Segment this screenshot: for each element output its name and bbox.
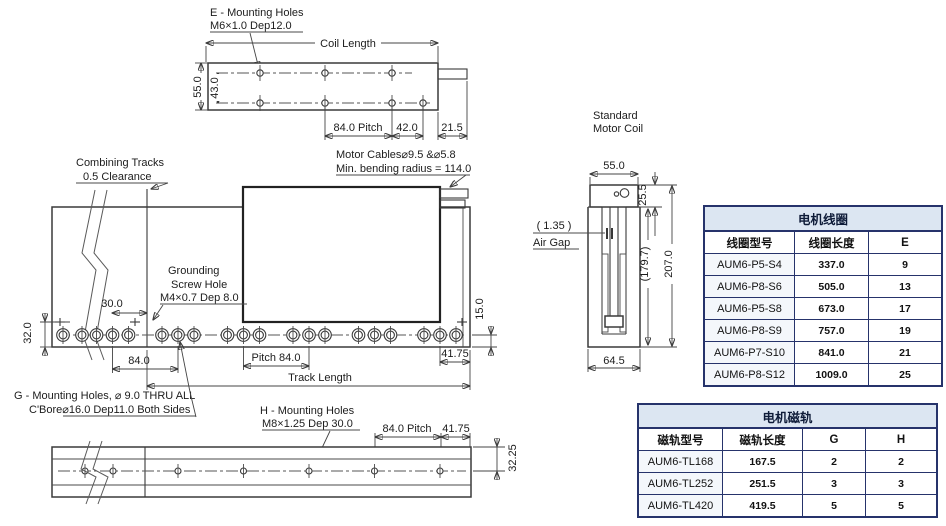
dim-pitch-84: Pitch 84.0 (252, 352, 301, 364)
coil-length-label: Coil Length (320, 38, 376, 50)
track-length-cell: 419.5 (723, 495, 803, 516)
air-gap-value: ( 1.35 ) (537, 220, 572, 232)
track-side-view: Combining Tracks 0.5 Clearance Motor Cab… (14, 149, 497, 418)
track-h-cell: 3 (898, 477, 904, 490)
dim-64-5: 64.5 (603, 355, 624, 367)
dim-207: 207.0 (663, 250, 675, 278)
table-row: AUM6-P8-S6 505.0 13 (705, 276, 941, 298)
combining-tracks-label: Combining Tracks (76, 157, 165, 169)
coil-model-cell: AUM6-P7-S10 (705, 342, 795, 363)
coil-table-title: 电机线圈 (705, 207, 941, 232)
coil-model-cell: AUM6-P8-S6 (705, 276, 795, 297)
cross-section-view: Standard Motor Coil 55.0 ( 1.35 ) Air Ga… (533, 110, 679, 372)
dim-41-75: 41.75 (441, 348, 469, 360)
track-length-cell: 167.5 (723, 451, 803, 472)
track-model-cell: AUM6-TL420 (639, 495, 723, 516)
e-mounting-holes-label: E - Mounting Holes (210, 7, 304, 19)
track-g-cell: 2 (803, 451, 866, 472)
table-row: AUM6-TL168 167.5 2 2 (639, 451, 936, 473)
table-row: AUM6-TL420 419.5 5 5 (639, 495, 936, 516)
magnet-table-title: 电机磁轨 (639, 405, 936, 429)
coil-model-cell: AUM6-P8-S12 (705, 364, 795, 385)
coil-model-cell: AUM6-P8-S9 (705, 320, 795, 341)
coil-length-cell: 505.0 (795, 276, 869, 297)
dim-43: 43.0 (209, 77, 221, 98)
dim-42: 42.0 (396, 122, 417, 134)
standard-motor-coil-label-2: Motor Coil (593, 123, 643, 135)
table-row: AUM6-P5-S8 673.0 17 (705, 298, 941, 320)
cable-small-circle (613, 191, 620, 197)
dim-55-cs: 55.0 (603, 160, 624, 172)
dim-84-pitch-bottom: 84.0 Pitch (383, 423, 432, 435)
dim-32: 32.0 (22, 322, 34, 343)
combining-tracks-clearance: 0.5 Clearance (83, 171, 152, 183)
grounding-spec: M4×0.7 Dep 8.0 (160, 292, 239, 304)
table-row: AUM6-P8-S12 1009.0 25 (705, 364, 941, 385)
coil-table-header-row: 线圈型号 线圈长度 E (705, 232, 941, 254)
coil-table-header: 线圈型号 (705, 232, 795, 253)
dim-41-75-bottom: 41.75 (442, 423, 470, 435)
dim-84: 84.0 (128, 355, 149, 367)
magnet-table-header: 磁轨型号 (639, 429, 723, 450)
coil-e-cell: 19 (899, 324, 911, 337)
motor-cables-label: Motor Cables⌀9.5 &⌀5.8 (336, 149, 456, 161)
dim-25-5: 25.5 (637, 184, 649, 205)
track-g-cell: 5 (803, 495, 866, 516)
coil-e-cell: 9 (902, 258, 908, 271)
coil-length-cell: 673.0 (795, 298, 869, 319)
magnet-table-header-row: 磁轨型号 磁轨长度 G H (639, 429, 936, 451)
h-mounting-holes-label: H - Mounting Holes (260, 405, 355, 417)
coil-model-cell: AUM6-P5-S8 (705, 298, 795, 319)
coil-mount-bar (589, 184, 639, 208)
dim-84-pitch-top: 84.0 Pitch (334, 122, 383, 134)
coil-length-cell: 757.0 (795, 320, 869, 341)
motor-cables-radius: Min. bending radius = 114.0 (336, 163, 471, 175)
dim-21-5: 21.5 (441, 122, 462, 134)
track-model-cell: AUM6-TL168 (639, 451, 723, 472)
track-g-cell: 3 (803, 473, 866, 494)
coil-length-cell: 841.0 (795, 342, 869, 363)
g-mounting-holes-label: G - Mounting Holes, ⌀ 9.0 THRU ALL (14, 390, 195, 402)
coil-model-cell: AUM6-P5-S4 (705, 254, 795, 275)
coil-e-cell: 17 (899, 302, 911, 315)
dim-15: 15.0 (474, 298, 486, 319)
coil-body (241, 185, 442, 324)
motor-coil-table: 电机线圈 线圈型号 线圈长度 E AUM6-P5-S4 337.0 9 AUM6… (703, 205, 943, 387)
h-mounting-holes-spec: M8×1.25 Dep 30.0 (262, 418, 353, 430)
coil-table-header: 线圈长度 (795, 232, 869, 253)
dim-32-25: 32.25 (507, 444, 519, 472)
air-gap-label: Air Gap (533, 237, 570, 249)
coil-e-cell: 25 (899, 368, 911, 381)
magnet-track-bottom-view: H - Mounting Holes M8×1.25 Dep 30.0 84.0… (51, 405, 519, 505)
track-length-label: Track Length (288, 372, 352, 384)
dim-179-7: (179.7) (639, 247, 651, 282)
table-row: AUM6-P5-S4 337.0 9 (705, 254, 941, 276)
track-model-cell: AUM6-TL252 (639, 473, 723, 494)
coil-e-cell: 21 (899, 346, 911, 359)
cable-large-circle (619, 188, 630, 198)
standard-motor-coil-label-1: Standard (593, 110, 638, 122)
table-row: AUM6-P7-S10 841.0 21 (705, 342, 941, 364)
coil-e-cell: 13 (899, 280, 911, 293)
magnet-table-header: H (896, 433, 906, 446)
magnet-table-header: G (803, 429, 866, 450)
track-length-cell: 251.5 (723, 473, 803, 494)
grounding-label-2: Screw Hole (171, 279, 227, 291)
dim-30: 30.0 (101, 298, 122, 310)
dim-55: 55.0 (192, 76, 204, 97)
g-mounting-holes-spec: C'Bore⌀16.0 Dep11.0 Both Sides (29, 404, 191, 416)
coil-length-cell: 1009.0 (795, 364, 869, 385)
e-mounting-holes-spec: M6×1.0 Dep12.0 (210, 20, 292, 32)
coil-top-view: E - Mounting Holes M6×1.0 Dep12.0 Coil L… (192, 7, 468, 140)
table-row: AUM6-P8-S9 757.0 19 (705, 320, 941, 342)
coil-length-cell: 337.0 (795, 254, 869, 275)
magnet-table-header: 磁轨长度 (723, 429, 803, 450)
track-h-cell: 5 (898, 499, 904, 512)
coil-table-header: E (901, 236, 909, 249)
table-row: AUM6-TL252 251.5 3 3 (639, 473, 936, 495)
track-h-cell: 2 (898, 455, 904, 468)
grounding-label-1: Grounding (168, 265, 219, 277)
magnet-track-table: 电机磁轨 磁轨型号 磁轨长度 G H AUM6-TL168 167.5 2 2 … (637, 403, 938, 518)
